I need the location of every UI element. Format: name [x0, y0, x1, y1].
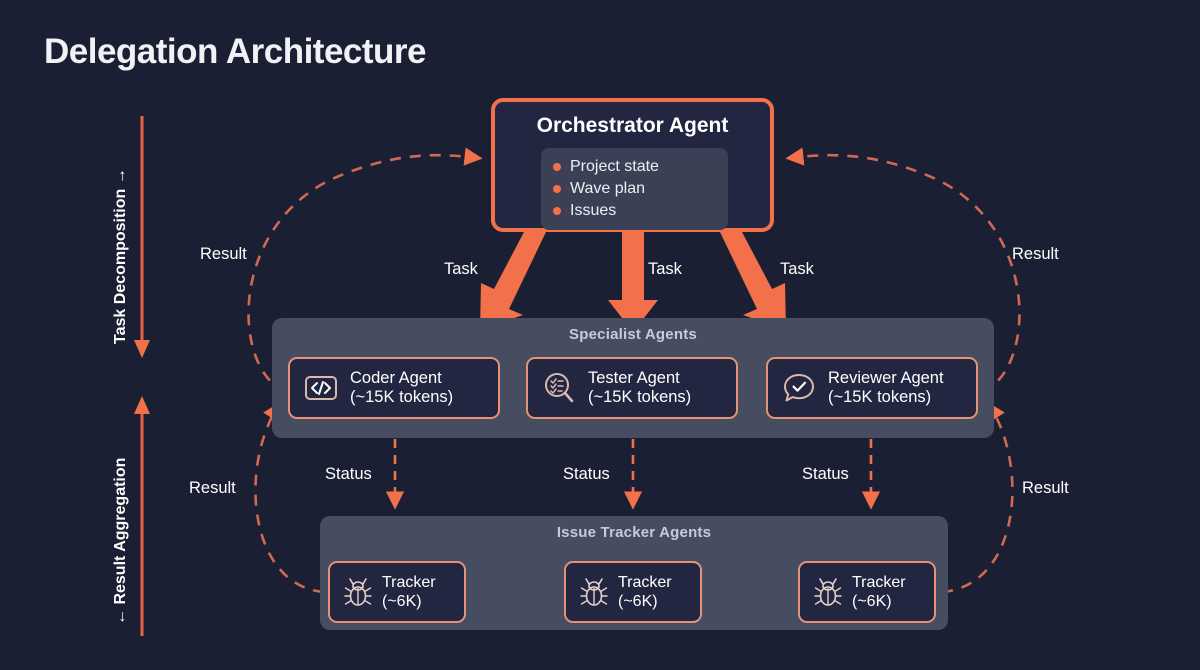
card-title: Tracker — [852, 574, 906, 591]
card-text: Tracker (~6K) — [618, 573, 672, 611]
card-subtitle: (~15K tokens) — [350, 388, 454, 406]
bullet-icon — [553, 185, 561, 193]
edge-label-task-center: Task — [648, 260, 682, 278]
card-tracker-agent[interactable]: Tracker (~6K) — [798, 561, 936, 623]
card-subtitle: (~15K tokens) — [588, 388, 692, 406]
axis-label-result-aggregation: ← Result Aggregation — [112, 457, 129, 625]
bug-icon — [344, 577, 372, 607]
task-arrow-right — [720, 232, 786, 330]
orchestrator-title: Orchestrator Agent — [536, 114, 729, 137]
card-title: Tracker — [618, 574, 672, 591]
task-arrow-center — [608, 232, 658, 332]
axis-label-task-decomposition: Task Decomposition → — [112, 168, 129, 344]
card-text: Reviewer Agent (~15K tokens) — [828, 369, 944, 407]
task-arrow-left — [480, 232, 546, 330]
edge-label-status-left: Status — [325, 465, 372, 483]
edge-label-result-top-right: Result — [1012, 245, 1059, 263]
test-search-icon — [542, 371, 576, 405]
axis-result-aggregation — [134, 396, 150, 636]
edge-label-status-center: Status — [563, 465, 610, 483]
card-title: Tester Agent — [588, 369, 680, 387]
orchestrator-item-label: Project state — [570, 158, 659, 175]
card-title: Coder Agent — [350, 369, 442, 387]
card-coder-agent[interactable]: Coder Agent (~15K tokens) — [288, 357, 500, 419]
issue-tracker-agents-title: Issue Tracker Agents — [556, 524, 712, 541]
card-text: Tester Agent (~15K tokens) — [588, 369, 691, 407]
card-subtitle: (~6K) — [382, 593, 422, 610]
list-item: Issues — [553, 200, 718, 222]
card-title: Tracker — [382, 574, 436, 591]
bullet-icon — [553, 207, 561, 215]
list-item: Project state — [553, 156, 718, 178]
edge-label-result-top-left: Result — [200, 245, 247, 263]
list-item: Wave plan — [553, 178, 718, 200]
card-subtitle: (~15K tokens) — [828, 388, 932, 406]
orchestrator-agent-box[interactable]: Orchestrator Agent Project state Wave pl… — [491, 98, 774, 232]
specialist-agents-title: Specialist Agents — [569, 326, 697, 343]
bug-icon — [580, 577, 608, 607]
edge-label-task-left: Task — [444, 260, 478, 278]
card-tracker-agent[interactable]: Tracker (~6K) — [564, 561, 702, 623]
card-text: Tracker (~6K) — [852, 573, 906, 611]
card-subtitle: (~6K) — [618, 593, 658, 610]
card-tester-agent[interactable]: Tester Agent (~15K tokens) — [526, 357, 738, 419]
card-tracker-agent[interactable]: Tracker (~6K) — [328, 561, 466, 623]
card-title: Reviewer Agent — [828, 369, 944, 387]
code-icon — [304, 371, 338, 405]
page-title: Delegation Architecture — [44, 32, 427, 71]
edge-label-status-right: Status — [802, 465, 849, 483]
bug-icon — [814, 577, 842, 607]
edge-label-task-right: Task — [780, 260, 814, 278]
bullet-icon — [553, 163, 561, 171]
edge-label-result-bottom-left: Result — [189, 479, 236, 497]
orchestrator-item-label: Issues — [570, 202, 617, 219]
card-text: Coder Agent (~15K tokens) — [350, 369, 453, 407]
orchestrator-state-list: Project state Wave plan Issues — [541, 148, 728, 230]
axis-task-decomposition — [134, 116, 150, 358]
card-reviewer-agent[interactable]: Reviewer Agent (~15K tokens) — [766, 357, 978, 419]
edge-label-result-bottom-right: Result — [1022, 479, 1069, 497]
review-check-icon — [782, 371, 816, 405]
orchestrator-item-label: Wave plan — [570, 180, 645, 197]
card-text: Tracker (~6K) — [382, 573, 436, 611]
card-subtitle: (~6K) — [852, 593, 892, 610]
